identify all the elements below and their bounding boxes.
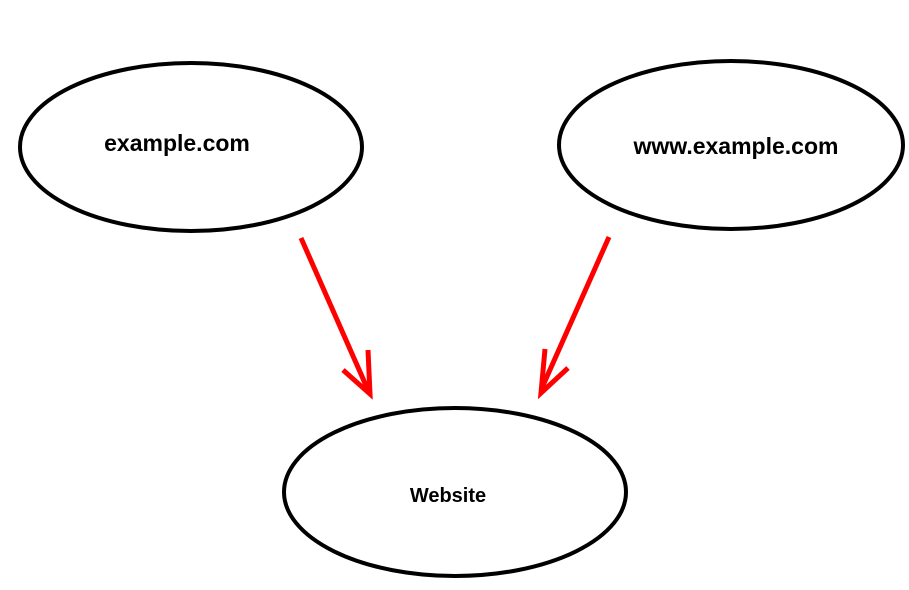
node-example-com: example.com <box>18 61 364 233</box>
arrow-left-head <box>341 349 373 400</box>
node-website-ellipse <box>282 406 628 578</box>
node-www-example-com: www.example.com <box>557 59 905 231</box>
node-www-example-com-ellipse <box>557 59 905 231</box>
arrow-right-head <box>537 348 570 400</box>
node-website: Website <box>282 406 628 578</box>
node-example-com-label: example.com <box>104 130 250 156</box>
node-example-com-ellipse <box>18 61 364 233</box>
arrow-left-shaft <box>298 236 371 392</box>
node-website-label: Website <box>410 485 486 507</box>
node-www-example-com-label: www.example.com <box>633 133 839 159</box>
arrow-right-to-website <box>537 235 612 400</box>
arrow-left-to-website <box>298 236 373 400</box>
arrow-right-shaft <box>538 235 612 392</box>
